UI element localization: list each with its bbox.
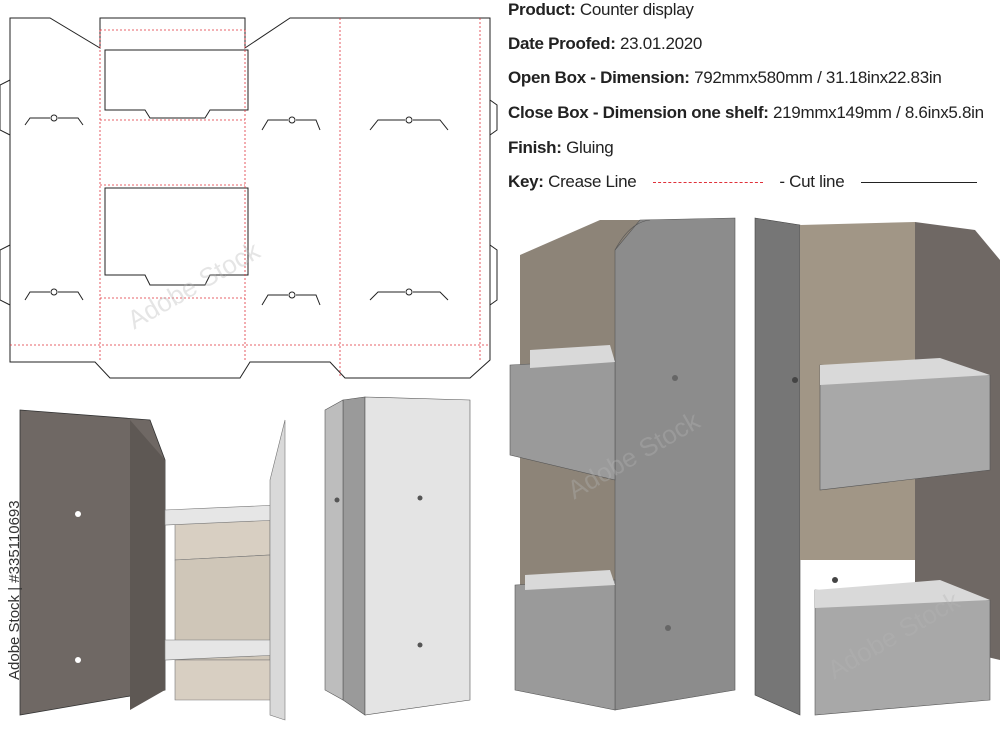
crease-lines <box>10 18 490 378</box>
shelf-cutout-top <box>104 49 249 119</box>
spec-product: Product: Counter display <box>508 0 694 20</box>
spec-value: Counter display <box>579 0 694 19</box>
spec-value: 792mmx580mm / 31.18inx22.83in <box>694 68 942 87</box>
spec-label: Product: <box>508 0 576 19</box>
spec-label: Date Proofed: <box>508 34 616 53</box>
cut-label: - Cut line <box>779 172 845 191</box>
spec-label: Open Box - Dimension: <box>508 68 690 87</box>
dieline-outline <box>9 17 491 379</box>
assembled-display-angle <box>754 217 1000 716</box>
flat-dieline <box>0 17 498 379</box>
spec-label: Close Box - Dimension one shelf: <box>508 103 769 122</box>
side-view-open <box>19 409 286 721</box>
crease-label: Crease Line <box>548 172 637 191</box>
spec-value: 23.01.2020 <box>620 34 703 53</box>
spec-open: Open Box - Dimension: 792mmx580mm / 31.1… <box>508 68 942 88</box>
spec-label: Finish: <box>508 138 562 157</box>
side-view-closed <box>324 396 471 716</box>
spec-value: Gluing <box>566 138 614 157</box>
assembled-display-front <box>509 217 736 711</box>
shelf-cutout-mid <box>104 187 249 286</box>
spec-finish: Finish: Gluing <box>508 138 614 158</box>
spec-date: Date Proofed: 23.01.2020 <box>508 34 702 54</box>
spec-label: Key: <box>508 172 544 191</box>
crease-line-sample <box>652 182 763 184</box>
stock-id: Adobe Stock | #335110693 <box>6 500 23 680</box>
spec-key: Key: Crease Line - Cut line <box>508 172 977 192</box>
cut-line-sample <box>860 182 977 184</box>
spec-value: 219mmx149mm / 8.6inx5.8in <box>773 103 984 122</box>
spec-close: Close Box - Dimension one shelf: 219mmx1… <box>508 103 984 123</box>
